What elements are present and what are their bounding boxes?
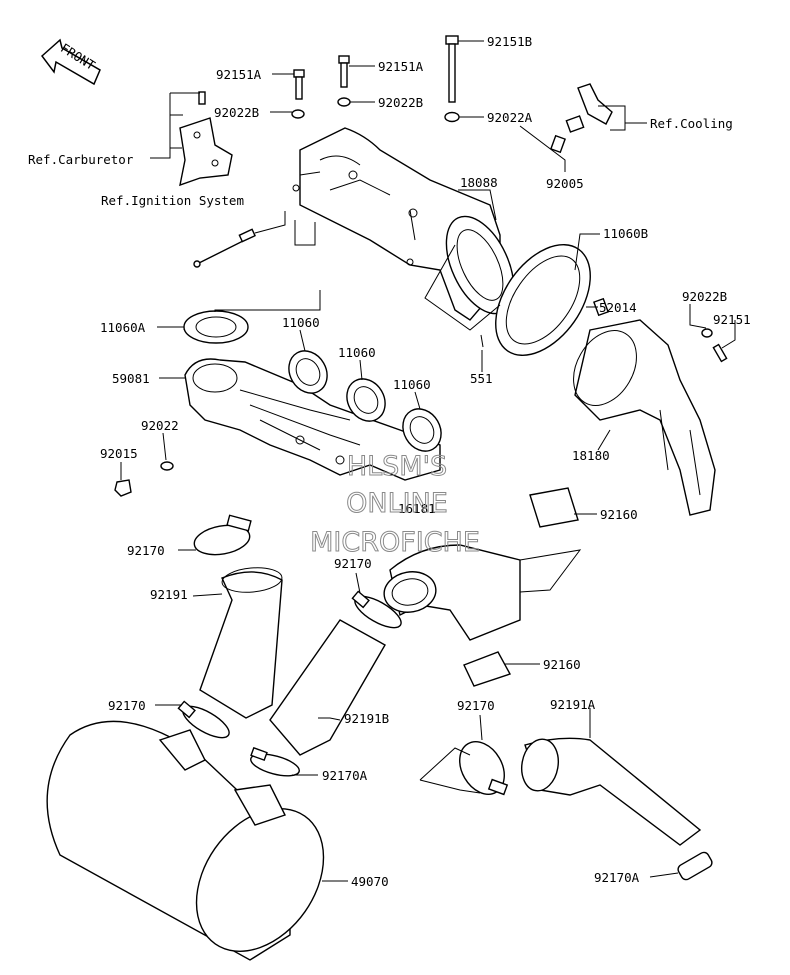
callout-92170-2: 92170 [334,556,372,571]
pin-551 [480,334,484,348]
clamp-92170-4 [459,741,509,796]
callout-92170-4: 92170 [457,698,495,713]
callout-16181: 16181 [398,501,436,516]
watermark-line-2: ONLINE [346,488,448,519]
callout-92160-2: 92160 [543,657,581,672]
bolt-92151A-2 [338,55,350,88]
fitting-92005 [550,134,566,154]
ref-ignition-label: Ref.Ignition System [101,193,244,208]
pad-92160-1 [529,487,579,528]
hose-92191B [269,619,386,756]
pipe-16181 [383,544,521,641]
callout-11060A: 11060A [100,320,146,335]
gasket-11060A [183,310,249,344]
callout-59081: 59081 [112,371,150,386]
cooling-hose [565,83,613,133]
callout-92160-1: 92160 [600,507,638,522]
callout-92022B-3: 92022B [682,289,727,304]
exhaust-body-18180 [573,297,728,516]
callout-92191B: 92191B [344,711,389,726]
watermark: HLSM'S ONLINE MICROFICHE [310,451,481,559]
callout-92170-3: 92170 [108,698,146,713]
gasket-11060-2 [346,378,386,422]
watermark-line-3: MICROFICHE [310,527,480,558]
pad-92160-2 [463,651,512,687]
hose-92191A [521,737,702,846]
callout-11060B: 11060B [603,226,648,241]
bolt-92151A-1 [293,69,305,100]
gasket-11060B [495,244,591,356]
callout-92170A-2: 92170A [594,870,640,885]
callout-92151B: 92151B [487,34,532,49]
clamp-92170-1 [193,514,252,556]
hose-92191 [199,567,283,719]
clamp-92170A-1 [250,746,300,777]
washer-92022B-2 [337,97,351,107]
callout-92151A-1: 92151A [216,67,262,82]
callout-11060-3: 11060 [393,377,431,392]
clamp-92170-2 [351,590,402,629]
front-arrow-icon: FRONT [40,38,101,86]
callout-92022B-1: 92022B [214,105,259,120]
callout-92005: 92005 [546,176,584,191]
callout-92015: 92015 [100,446,138,461]
washer-92022A [444,111,460,123]
callout-92170A-1: 92170A [322,768,368,783]
bolt-92151B [445,35,459,103]
callout-92151: 92151 [713,312,751,327]
gasket-11060-3 [402,408,442,452]
callout-92191: 92191 [150,587,188,602]
muffler-49070 [46,720,325,961]
washer-92022B-1 [291,109,305,119]
callout-92151A-2: 92151A [378,59,424,74]
callout-49070: 49070 [351,874,389,889]
washer-92022 [160,461,174,471]
callout-18180: 18180 [572,448,610,463]
callout-92191A: 92191A [550,697,596,712]
watermark-line-1: HLSM'S [347,451,447,482]
gasket-11060-1 [288,350,328,394]
clamp-92170-3 [177,700,230,739]
callout-92170-1: 92170 [127,543,165,558]
callout-92022B-2: 92022B [378,95,423,110]
callout-11060-1: 11060 [282,315,320,330]
ref-carburetor-label: Ref.Carburetor [28,152,134,167]
callout-18088: 18088 [460,175,498,190]
ref-cooling-label: Ref.Cooling [650,116,733,131]
callout-52014: 52014 [599,300,637,315]
exhaust-pipe-18088 [292,127,515,321]
clamp-92170A-2 [677,851,713,881]
callout-92022: 92022 [141,418,179,433]
manifold-59081 [184,358,441,481]
callout-551: 551 [470,371,493,386]
ignition-lead [193,228,256,268]
plug-92015 [114,479,132,497]
carburetor-bracket [179,91,233,187]
callout-92022A: 92022A [487,110,533,125]
callout-11060-2: 11060 [338,345,376,360]
leader-lines [120,40,736,882]
